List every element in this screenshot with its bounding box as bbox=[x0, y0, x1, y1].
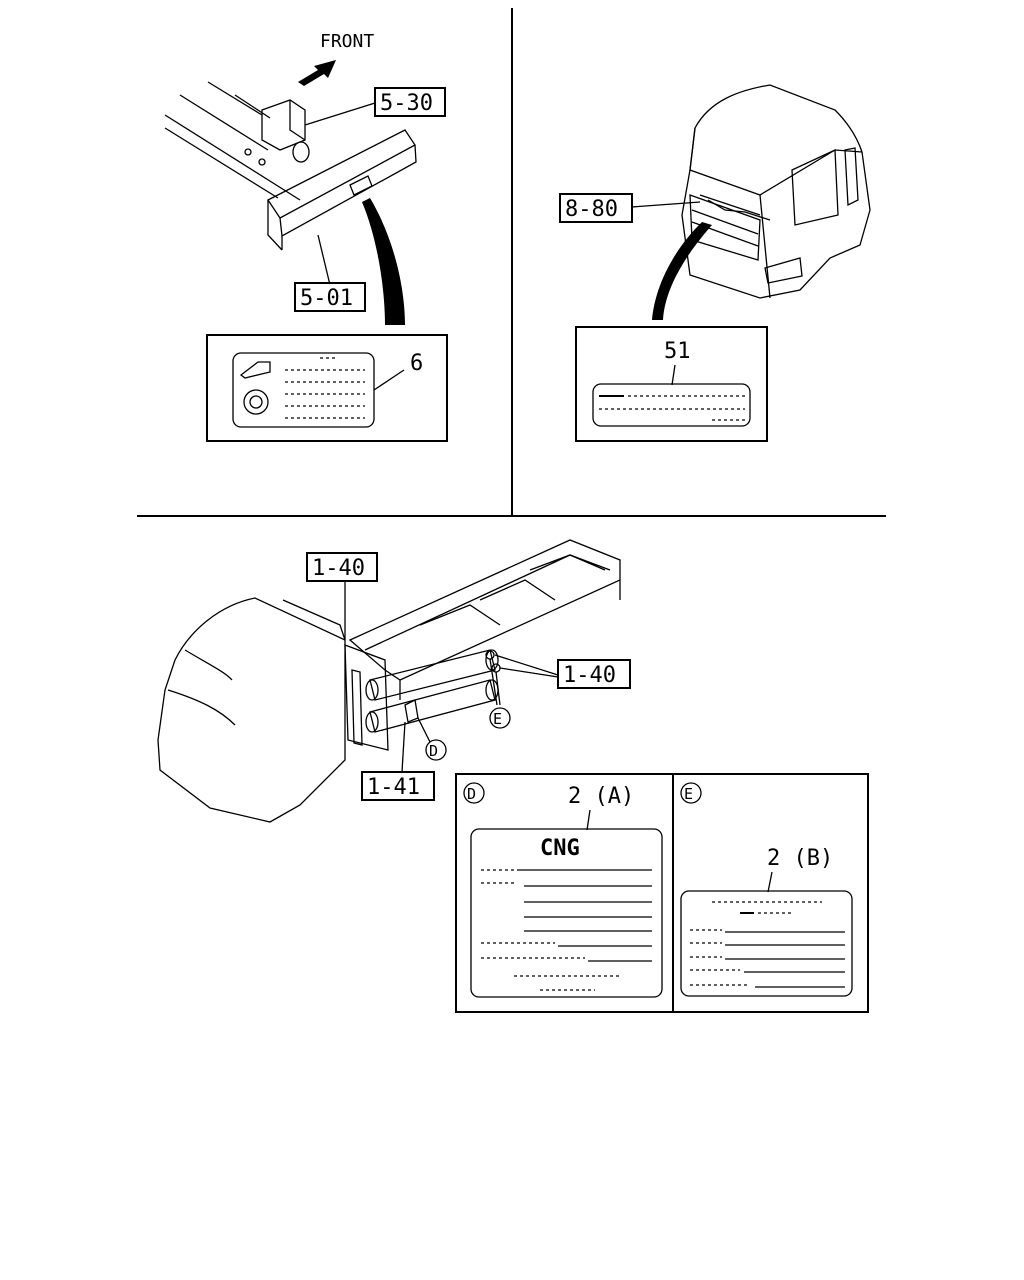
callout-box-1-41 bbox=[361, 771, 435, 801]
detail-view-e-marker: E bbox=[684, 785, 693, 803]
label-2b-decal bbox=[680, 890, 853, 997]
label-51-detail-box bbox=[575, 326, 768, 442]
label-6-pictogram bbox=[239, 361, 271, 415]
callout-1-40-top: 1-40 bbox=[312, 556, 365, 581]
detail-views-frame bbox=[455, 773, 869, 1013]
label-51-text-lines bbox=[599, 395, 745, 421]
front-direction-indicator: FRONT bbox=[298, 31, 374, 86]
cng-tanks-drawing bbox=[344, 644, 501, 751]
label-6-detail-box bbox=[206, 334, 448, 442]
callout-1-41: 1-41 bbox=[367, 775, 420, 800]
callout-51: 51 bbox=[664, 339, 691, 364]
front-label: FRONT bbox=[320, 31, 374, 52]
label-6-text-lines bbox=[285, 357, 365, 419]
truck-cab-drawing bbox=[652, 84, 871, 320]
callout-8-80: 8-80 bbox=[565, 197, 618, 222]
label-2a-title: CNG bbox=[540, 836, 580, 861]
callout-5-01: 5-01 bbox=[300, 286, 353, 311]
detail-view-e: E 2 (B) bbox=[680, 782, 853, 997]
detail-view-d: D 2 (A) CNG bbox=[463, 782, 663, 998]
view-marker-e: E bbox=[489, 707, 511, 729]
callout-box-8-80 bbox=[559, 193, 633, 223]
cab-rear-drawing bbox=[157, 597, 346, 823]
callout-2b: 2 (B) bbox=[767, 846, 833, 871]
callout-box-5-01 bbox=[294, 282, 366, 312]
callout-box-1-40-right bbox=[557, 659, 631, 689]
svg-text:D: D bbox=[429, 742, 438, 760]
callout-5-30: 5-30 bbox=[380, 91, 433, 116]
callout-1-40-right: 1-40 bbox=[563, 663, 616, 688]
frame-rail-drawing bbox=[164, 81, 417, 325]
callout-box-1-40-top bbox=[306, 552, 378, 582]
detail-view-d-marker: D bbox=[467, 785, 476, 803]
view-marker-d: D bbox=[417, 717, 447, 761]
callout-6: 6 bbox=[410, 351, 423, 376]
front-arrow-icon bbox=[298, 60, 336, 86]
label-51-decal bbox=[592, 383, 751, 427]
callout-2a: 2 (A) bbox=[568, 784, 634, 809]
label-2a-decal bbox=[470, 828, 663, 998]
svg-text:E: E bbox=[493, 710, 502, 728]
callout-box-5-30 bbox=[374, 87, 446, 117]
